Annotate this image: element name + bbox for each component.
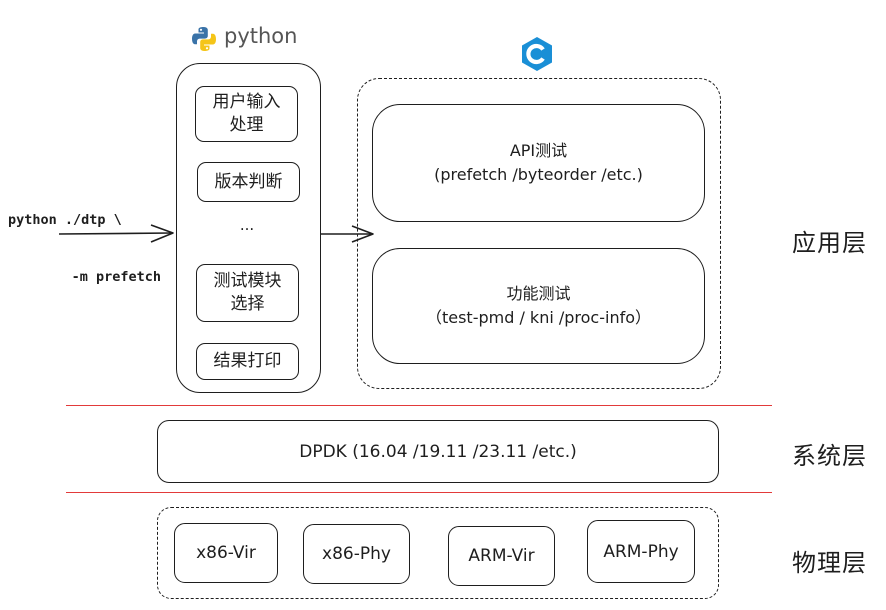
python-icon [192, 27, 216, 51]
python-logo: python [190, 24, 300, 54]
platform-arm-vir: ARM-Vir [448, 526, 555, 586]
c-tests-container [357, 78, 721, 389]
step-result-label: 结果打印 [213, 351, 282, 371]
step-ellipsis: ... [239, 216, 255, 234]
layer-label-system: 系统层 [792, 442, 867, 470]
command-line-2: -m prefetch [71, 269, 161, 285]
api-test-title: API测试 [509, 141, 568, 160]
platform-x86-phy: x86-Phy [303, 524, 410, 584]
physical-container [157, 507, 719, 599]
step-module-line-2: 选择 [230, 294, 265, 314]
python-logo-text: python [224, 24, 298, 48]
dpdk-box: DPDK (16.04 /19.11 /23.11 /etc.) [157, 420, 719, 483]
function-test-detail: （test-pmd / kni /proc-info） [425, 308, 652, 327]
layer-label-application: 应用层 [792, 229, 867, 257]
step-result-print: 结果打印 [196, 343, 299, 380]
platform-x86-phy-label: x86-Phy [322, 544, 391, 564]
platform-x86-vir: x86-Vir [174, 523, 278, 583]
layer-label-physical: 物理层 [792, 549, 867, 577]
step-input-processing: 用户输入 处理 [195, 86, 298, 142]
step-version-label: 版本判断 [214, 171, 283, 192]
function-test-title: 功能测试 [506, 284, 571, 303]
c-language-icon [522, 37, 552, 71]
separator-line-bottom [66, 492, 772, 493]
step-module-select: 测试模块 选择 [196, 264, 299, 322]
separator-line-top [66, 405, 772, 406]
command-line-1: python ./dtp \ [8, 212, 122, 228]
platform-x86-vir-label: x86-Vir [196, 543, 256, 563]
api-test-detail: (prefetch /byteorder /etc.) [434, 165, 643, 184]
step-module-line-1: 测试模块 [213, 271, 282, 291]
function-test-box: 功能测试 （test-pmd / kni /proc-info） [372, 248, 705, 364]
step-input-line-2: 处理 [229, 115, 264, 135]
command-text: python ./dtp \ -m prefetch [8, 173, 161, 306]
api-test-box: API测试 (prefetch /byteorder /etc.) [372, 104, 705, 222]
step-version-check: 版本判断 [197, 162, 300, 202]
platform-arm-phy-label: ARM-Phy [603, 541, 679, 562]
step-input-line-1: 用户输入 [212, 92, 281, 112]
platform-arm-vir-label: ARM-Vir [468, 546, 535, 566]
dpdk-label: DPDK (16.04 /19.11 /23.11 /etc.) [299, 441, 577, 462]
platform-arm-phy: ARM-Phy [587, 520, 695, 583]
